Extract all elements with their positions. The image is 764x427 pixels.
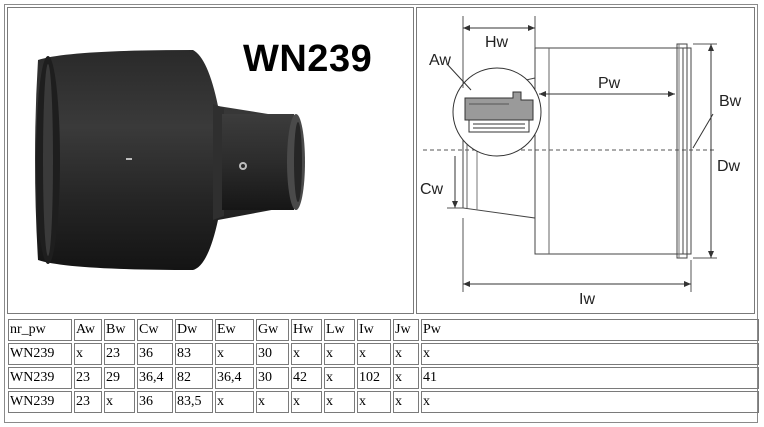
column-header: Bw — [104, 319, 135, 341]
table-cell: x — [324, 343, 355, 365]
table-cell: x — [324, 391, 355, 413]
table-cell: x — [393, 391, 419, 413]
column-header: Pw — [421, 319, 759, 341]
table-cell: x — [74, 343, 102, 365]
table-cell: 23 — [74, 367, 102, 389]
column-header: Lw — [324, 319, 355, 341]
table-cell: 102 — [357, 367, 391, 389]
table-cell: WN239 — [8, 391, 72, 413]
table-cell: x — [324, 367, 355, 389]
dimension-drawing: Hw Aw Pw Bw Dw Cw Iw — [420, 16, 742, 308]
table-cell: WN239 — [8, 367, 72, 389]
table-cell: x — [357, 391, 391, 413]
table-cell: 29 — [104, 367, 135, 389]
table-header-row: nr_pw Aw Bw Cw Dw Ew Gw Hw Lw Iw Jw Pw — [8, 319, 759, 341]
product-photo — [35, 50, 305, 270]
label-aw: Aw — [429, 52, 451, 69]
label-pw: Pw — [598, 75, 621, 92]
column-header: nr_pw — [8, 319, 72, 341]
table-cell: 83,5 — [175, 391, 213, 413]
table-cell: 36,4 — [137, 367, 173, 389]
label-bw: Bw — [719, 93, 742, 110]
table-cell: x — [421, 391, 759, 413]
table-cell: x — [215, 343, 254, 365]
label-hw: Hw — [485, 34, 509, 51]
column-header: Iw — [357, 319, 391, 341]
column-header: Dw — [175, 319, 213, 341]
table-cell: x — [104, 391, 135, 413]
product-code-title: WN239 — [243, 38, 373, 80]
column-header: Ew — [215, 319, 254, 341]
table-cell: x — [357, 343, 391, 365]
label-cw: Cw — [420, 181, 444, 198]
product-photo-cell: WN239 — [7, 7, 414, 314]
column-header: Cw — [137, 319, 173, 341]
table-cell: x — [393, 367, 419, 389]
table-cell: 30 — [256, 343, 289, 365]
dimensions-table: nr_pw Aw Bw Cw Dw Ew Gw Hw Lw Iw Jw Pw W… — [6, 317, 761, 415]
table-cell: 36 — [137, 391, 173, 413]
table-cell: 30 — [256, 367, 289, 389]
table-cell: x — [393, 343, 419, 365]
table-cell: 36,4 — [215, 367, 254, 389]
column-header: Jw — [393, 319, 419, 341]
label-iw: Iw — [579, 291, 595, 308]
table-row: WN239 x 23 36 83 x 30 x x x x x — [8, 343, 759, 365]
table-cell: x — [291, 343, 322, 365]
table-cell: 42 — [291, 367, 322, 389]
table-row: WN239 23 29 36,4 82 36,4 30 42 x 102 x 4… — [8, 367, 759, 389]
column-header: Aw — [74, 319, 102, 341]
label-dw: Dw — [717, 158, 741, 175]
table-cell: 83 — [175, 343, 213, 365]
table-cell: x — [215, 391, 254, 413]
column-header: Gw — [256, 319, 289, 341]
table-cell: 36 — [137, 343, 173, 365]
table-cell: WN239 — [8, 343, 72, 365]
column-header: Hw — [291, 319, 322, 341]
table-row: WN239 23 x 36 83,5 x x x x x x x — [8, 391, 759, 413]
table-cell: 23 — [104, 343, 135, 365]
table-cell: x — [421, 343, 759, 365]
table-cell: 82 — [175, 367, 213, 389]
table-cell: 23 — [74, 391, 102, 413]
table-cell: x — [291, 391, 322, 413]
table-cell: 41 — [421, 367, 759, 389]
dimension-drawing-cell: Hw Aw Pw Bw Dw Cw Iw — [416, 7, 755, 314]
page-frame — [4, 4, 758, 423]
table-cell: x — [256, 391, 289, 413]
